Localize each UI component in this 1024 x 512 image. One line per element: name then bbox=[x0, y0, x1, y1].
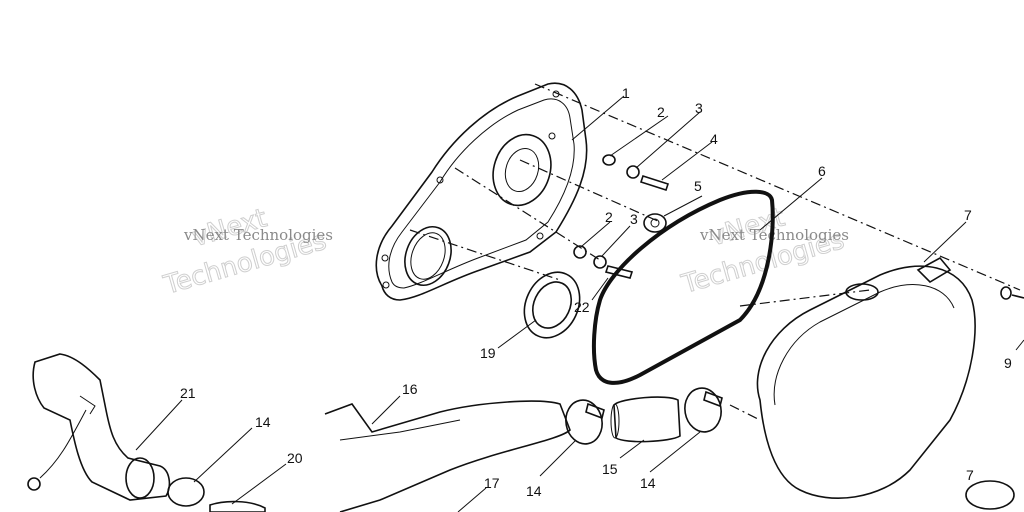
callout-labels: 1 2 3 4 5 6 7 2 3 22 19 21 14 16 20 17 1… bbox=[180, 85, 1012, 499]
washer-bolt-set-upper bbox=[573, 154, 670, 279]
intake-duct-part bbox=[27, 353, 171, 501]
callout-3: 3 bbox=[695, 100, 703, 116]
clamp-lower-left bbox=[167, 477, 205, 507]
callout-6: 6 bbox=[818, 163, 826, 179]
callout-3: 3 bbox=[630, 211, 638, 227]
callout-21: 21 bbox=[180, 385, 196, 401]
air-duct-part bbox=[324, 400, 571, 512]
watermark-text: vNext Technologies bbox=[183, 226, 333, 244]
drive-belt-part bbox=[591, 189, 775, 385]
callout-19: 19 bbox=[480, 345, 496, 361]
callout-15: 15 bbox=[602, 461, 618, 477]
callout-16: 16 bbox=[402, 381, 418, 397]
callout-20: 20 bbox=[287, 450, 303, 466]
watermark-left: vNext Technologies bbox=[159, 203, 330, 302]
callout-14: 14 bbox=[255, 414, 271, 430]
callout-7: 7 bbox=[966, 467, 974, 483]
callout-2: 2 bbox=[657, 104, 665, 120]
callout-2: 2 bbox=[605, 209, 613, 225]
leader-lines bbox=[135, 95, 1024, 512]
seal-part bbox=[523, 271, 581, 339]
callout-7: 7 bbox=[964, 207, 972, 223]
callout-9: 9 bbox=[1004, 355, 1012, 371]
callout-5: 5 bbox=[694, 178, 702, 194]
outer-cover-part bbox=[756, 256, 1015, 510]
callout-22: 22 bbox=[574, 299, 590, 315]
watermark-right: vNext Technologies bbox=[677, 202, 848, 301]
connector-tube-part bbox=[209, 500, 266, 512]
callout-14: 14 bbox=[640, 475, 656, 491]
callout-1: 1 bbox=[622, 85, 630, 101]
callout-4: 4 bbox=[710, 131, 718, 147]
callout-17: 17 bbox=[484, 475, 500, 491]
hose-clamp-left bbox=[565, 399, 605, 445]
assembly-centerlines bbox=[409, 83, 1021, 421]
fastener-right bbox=[1000, 286, 1024, 300]
hose-part bbox=[610, 396, 681, 443]
callout-14: 14 bbox=[526, 483, 542, 499]
hose-clamp-right bbox=[684, 387, 723, 433]
inner-cover-part bbox=[375, 82, 588, 301]
